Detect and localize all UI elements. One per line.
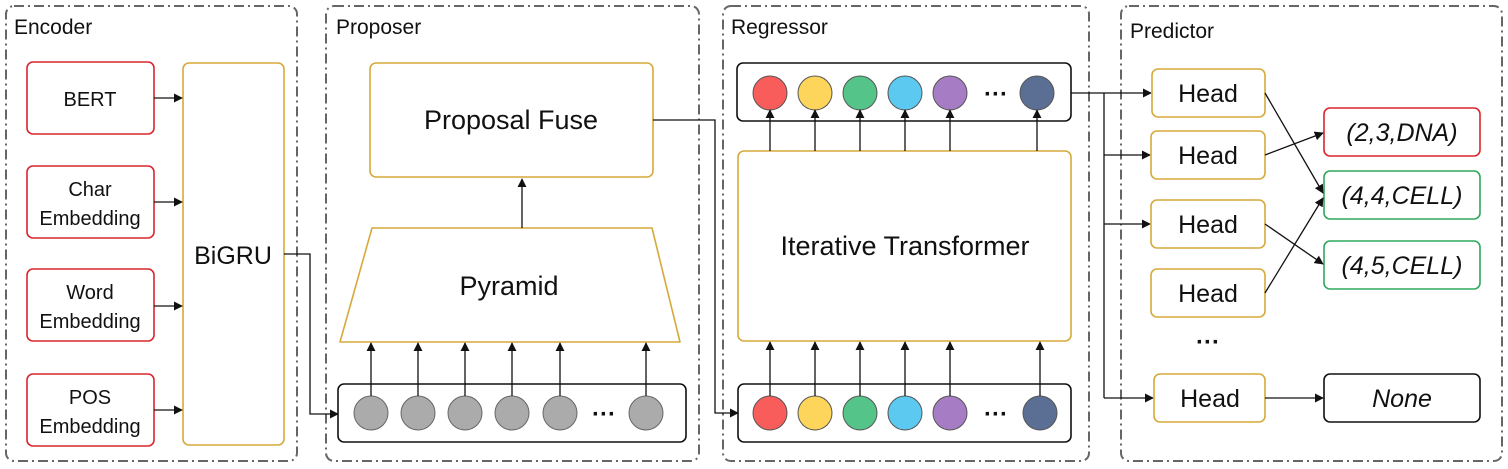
query-token-navy [1022,395,1058,431]
bert-label: BERT [64,89,117,111]
pos-label: POS [69,387,111,409]
gray-token [400,395,436,431]
regressor-bottom-ellipsis: ··· [984,401,1008,428]
regressor-title: Regressor [731,16,828,39]
arrow-icon [1264,223,1324,265]
regressor-top-ellipsis: ··· [984,81,1008,108]
regressor-panel [722,5,1090,462]
proposer-ellipsis: ··· [592,401,616,428]
gray-token [447,395,483,431]
output-box-correct [1323,170,1481,220]
head-label: Head [1178,80,1238,108]
query-token-blue [887,75,923,111]
encoder-title: Encoder [14,16,92,39]
output-label-4-5-cell: (4,5,CELL) [1342,252,1463,280]
word-label: Word [66,282,113,304]
arrow-icon [1264,197,1324,294]
iterative-transformer-label: Iterative Transformer [780,231,1029,261]
head-label: Head [1178,211,1238,239]
query-token-red [752,75,788,111]
predictor-ellipsis: ··· [1196,329,1220,356]
gray-token [353,395,389,431]
output-box-wrong [1323,107,1481,157]
pyramid-label: Pyramid [459,271,558,301]
head-label: Head [1178,142,1238,170]
query-token-green [842,395,878,431]
query-token-yellow [797,75,833,111]
output-box-correct [1323,240,1481,290]
arrow-icon [1264,92,1324,194]
head-label: Head [1178,280,1238,308]
query-token-red [752,395,788,431]
gray-token [628,395,664,431]
query-token-purple [932,75,968,111]
pyramid-shape [339,227,681,343]
word-embedding-label: Embedding [39,311,140,333]
query-token-blue [887,395,923,431]
gray-token [494,395,530,431]
bigru-label: BiGRU [194,242,272,270]
query-token-purple [932,395,968,431]
encoder-panel [5,5,298,462]
pos-embedding-label: Embedding [39,416,140,438]
predictor-panel [1120,5,1503,462]
char-label: Char [68,179,112,201]
query-token-navy [1019,75,1055,111]
arrow-icon [284,253,339,419]
query-token-yellow [797,395,833,431]
char-embedding-label: Embedding [39,208,140,230]
output-label-4-4-cell: (4,4,CELL) [1342,182,1463,210]
arrow-icon [653,119,739,418]
predictor-title: Predictor [1130,20,1214,43]
gray-token [542,395,578,431]
arrow-icon [1264,131,1324,156]
query-token-green [842,75,878,111]
proposer-title: Proposer [336,16,421,39]
proposal-fuse-label: Proposal Fuse [424,105,598,135]
output-label-none: None [1372,385,1432,413]
head-label: Head [1180,385,1240,413]
proposer-panel [325,5,700,462]
word-embedding-box [26,268,155,342]
output-box-none [1323,373,1481,423]
output-label-2-3-dna: (2,3,DNA) [1346,119,1457,147]
